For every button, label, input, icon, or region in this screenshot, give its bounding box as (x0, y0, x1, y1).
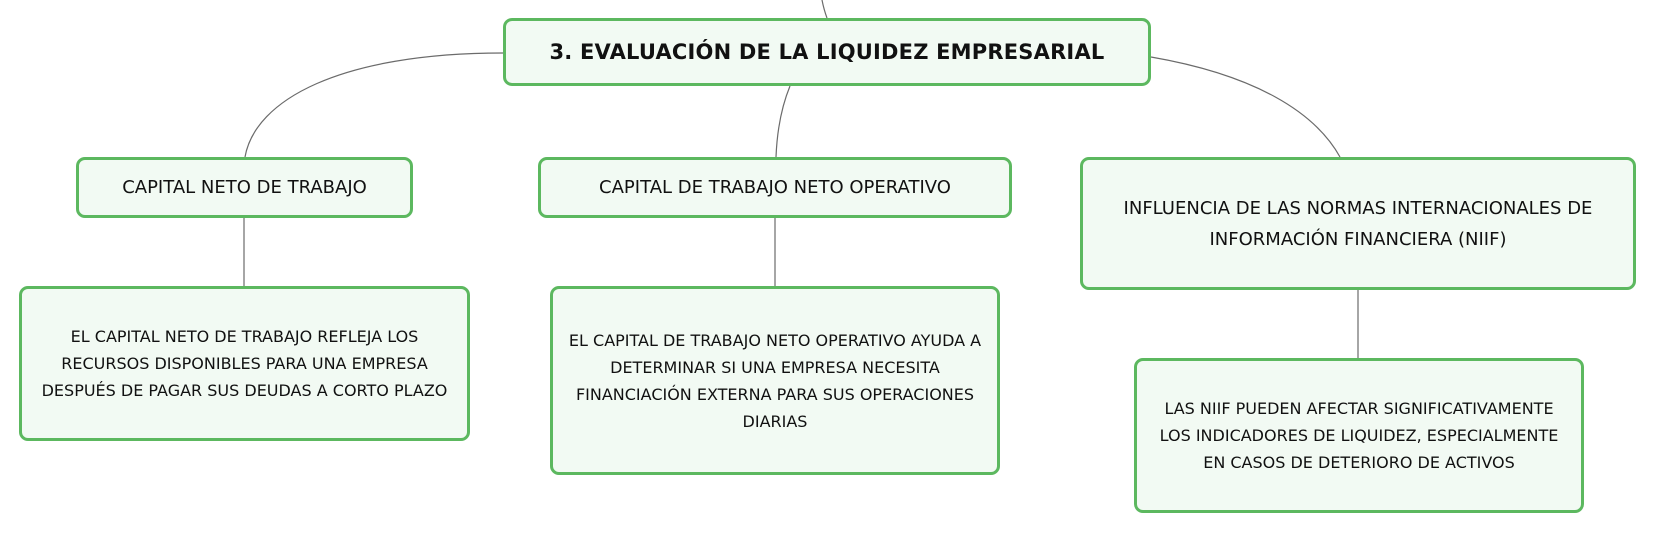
topic-node-capital-neto-de-trabajo[interactable]: CAPITAL NETO DE TRABAJO (76, 157, 413, 218)
detail-node-capital-neto-de-trabajo[interactable]: EL CAPITAL NETO DE TRABAJO REFLEJA LOS R… (19, 286, 470, 441)
topic-node-capital-de-trabajo-neto-operativo[interactable]: CAPITAL DE TRABAJO NETO OPERATIVO (538, 157, 1012, 218)
detail-node-capital-de-trabajo-neto-operativo[interactable]: EL CAPITAL DE TRABAJO NETO OPERATIVO AYU… (550, 286, 1000, 475)
connector-root-to-topic-3 (1150, 56, 1341, 158)
topic-label: INFLUENCIA DE LAS NORMAS INTERNACIONALES… (1123, 197, 1593, 250)
root-topic-node[interactable]: 3. EVALUACIÓN DE LA LIQUIDEZ EMPRESARIAL (503, 18, 1151, 86)
connector-root-to-topic-1 (244, 52, 504, 158)
detail-text: LAS NIIF PUEDEN AFECTAR SIGNIFICATIVAMEN… (1159, 399, 1559, 472)
topic-label: CAPITAL DE TRABAJO NETO OPERATIVO (599, 177, 951, 198)
connector-parent-to-root (821, 0, 828, 19)
detail-node-influencia-niif[interactable]: LAS NIIF PUEDEN AFECTAR SIGNIFICATIVAMEN… (1134, 358, 1584, 513)
detail-text: EL CAPITAL DE TRABAJO NETO OPERATIVO AYU… (568, 330, 982, 431)
connector-root-to-topic-2 (775, 85, 791, 158)
root-topic-label: 3. EVALUACIÓN DE LA LIQUIDEZ EMPRESARIAL (549, 40, 1105, 64)
topic-label: CAPITAL NETO DE TRABAJO (122, 177, 367, 198)
topic-node-influencia-niif[interactable]: INFLUENCIA DE LAS NORMAS INTERNACIONALES… (1080, 157, 1636, 290)
detail-text: EL CAPITAL NETO DE TRABAJO REFLEJA LOS R… (41, 327, 448, 400)
